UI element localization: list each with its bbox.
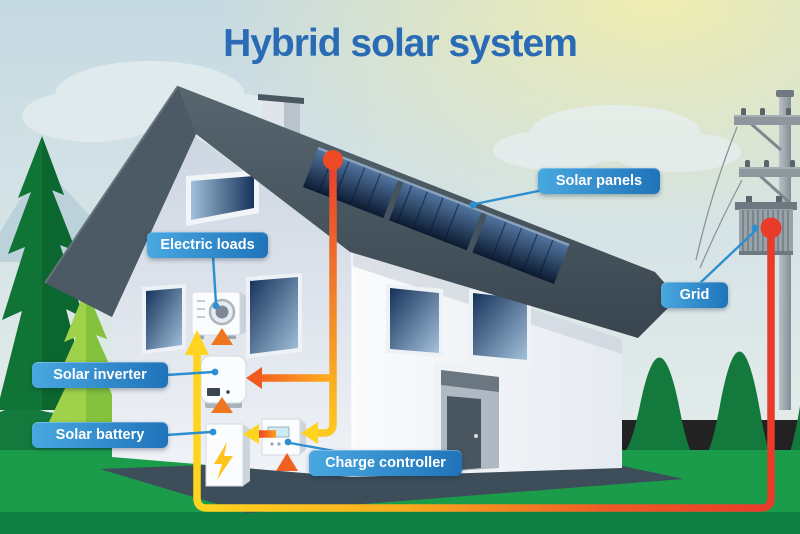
- label-grid: Grid: [661, 282, 728, 308]
- lightning-bolt-icon: [214, 442, 233, 480]
- wire-solar-down: [318, 168, 337, 437]
- label-solar-panels: Solar panels: [538, 168, 660, 194]
- house: [44, 85, 678, 477]
- arrow-into-inverter: [246, 367, 262, 389]
- grid-wire-node: [760, 217, 782, 239]
- attic-window: [186, 170, 259, 226]
- grass-dark-strip: [0, 512, 800, 534]
- arrow-inverter-to-ac: [211, 328, 233, 345]
- label-charge-controller: Charge controller: [309, 450, 462, 476]
- arrow-into-ac-yellow: [185, 330, 209, 355]
- air-conditioner-unit: [191, 291, 246, 339]
- gable-window-1: [142, 284, 186, 354]
- label-electric-loads: Electric loads: [147, 232, 268, 258]
- front-window-2: [469, 289, 531, 364]
- arrow-battery-to-inverter: [211, 397, 233, 413]
- label-solar-battery: Solar battery: [32, 422, 168, 448]
- solar-panel-array: [303, 146, 570, 284]
- gable-window-2: [246, 273, 302, 358]
- pointer-dots: [209, 201, 759, 446]
- battery-box: [205, 423, 250, 487]
- cloud-right: [493, 105, 741, 172]
- page-title: Hybrid solar system: [223, 22, 578, 65]
- wire-grid-to-house: [193, 232, 775, 512]
- arrow-into-battery: [243, 424, 259, 444]
- arrow-into-controller-yellow: [301, 422, 318, 444]
- pine-tree-light: [46, 288, 128, 428]
- arrow-into-controller-bottom: [276, 453, 298, 471]
- energy-flow-wires: [185, 150, 782, 512]
- gable-roof: [45, 86, 678, 338]
- roof-left-band: [45, 86, 196, 317]
- label-solar-inverter: Solar inverter: [32, 362, 168, 388]
- solar-wire-node: [323, 150, 343, 170]
- front-window-1: [386, 284, 443, 357]
